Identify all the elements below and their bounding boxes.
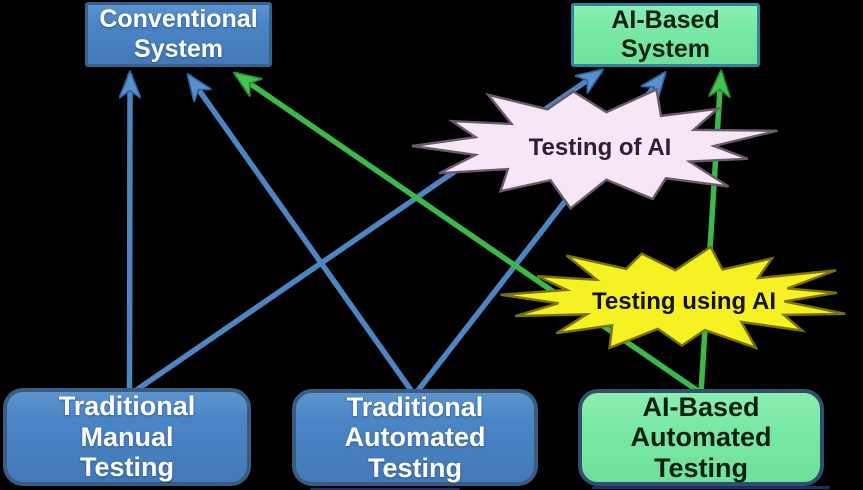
conventional-system-box: Conventional System: [85, 2, 272, 67]
testing-using-ai-starburst: [500, 245, 846, 350]
cropped-text-artifact: [310, 488, 460, 490]
traditional-manual-testing-box: Traditional Manual Testing: [3, 388, 251, 486]
arrow-manual-to-conventional: [130, 74, 131, 394]
testing-of-ai-label: Testing of AI: [528, 134, 672, 161]
cropped-text-artifact: [592, 486, 830, 489]
ai-based-system-box: AI-Based System: [571, 3, 760, 67]
testing-of-ai-starburst: [411, 87, 778, 211]
testing-using-ai-label: Testing using AI: [592, 288, 776, 315]
traditional-automated-testing-box: Traditional Automated Testing: [292, 389, 538, 486]
arrow-automated-to-conventional: [189, 76, 416, 395]
ai-based-automated-testing-box: AI-Based Automated Testing: [578, 389, 824, 486]
arrow-aiauto-to-aibased: [698, 73, 721, 394]
